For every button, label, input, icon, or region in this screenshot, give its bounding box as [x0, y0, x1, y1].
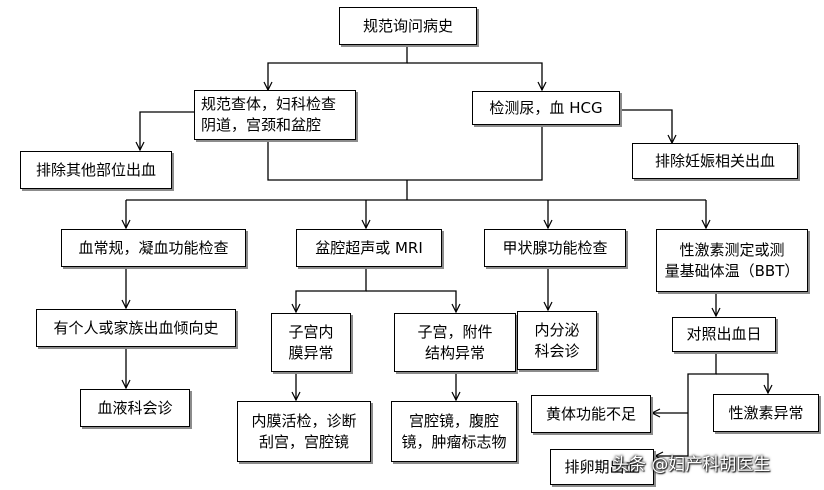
node-hematology: 血液科会诊	[80, 389, 190, 427]
node-label: 血液科会诊	[97, 398, 173, 417]
node-endometrial: 子宫内 膜异常	[271, 313, 351, 372]
node-label: 内分泌 科会诊	[534, 320, 580, 360]
node-endocrine: 内分泌 科会诊	[517, 311, 597, 370]
node-exam: 规范查体，妇科检查 阴道，宫颈和盆腔	[194, 90, 356, 140]
node-blood-routine: 血常规，凝血功能检查	[61, 229, 246, 267]
node-label: 排除妊娠相关出血	[654, 151, 775, 170]
connector	[296, 268, 367, 312]
node-label: 血常规，凝血功能检查	[78, 238, 229, 257]
node-label: 盆腔超声或 MRI	[315, 238, 423, 257]
connector	[366, 290, 456, 312]
node-label: 子宫内 膜异常	[288, 322, 334, 362]
node-hormone: 性激素测定或测 量基础体温（BBT）	[656, 229, 808, 292]
node-label: 规范询问病史	[362, 16, 453, 35]
node-ultrasound: 盆腔超声或 MRI	[296, 229, 442, 267]
node-label: 排除其他部位出血	[35, 160, 156, 179]
node-label: 甲状腺功能检查	[502, 238, 608, 257]
connector	[407, 62, 542, 90]
node-luteal: 黄体功能不足	[531, 395, 651, 433]
connector	[716, 373, 768, 393]
watermark: 头条 @妇产科胡医生	[612, 455, 771, 475]
node-ovulation: 排卵期出血	[550, 449, 654, 485]
node-hcg: 检测尿，血 HCG	[472, 91, 620, 125]
node-history: 规范询问病史	[339, 7, 477, 45]
node-label: 子宫，附件 结构异常	[417, 322, 493, 362]
node-label: 黄体功能不足	[545, 404, 636, 423]
node-exclude-preg: 排除妊娠相关出血	[632, 143, 798, 179]
node-label: 检测尿，血 HCG	[489, 98, 603, 117]
connector	[140, 111, 194, 150]
node-label: 有个人或家族出血倾向史	[53, 318, 219, 337]
node-hysteroscopy: 宫腔镜，腹腔 镜，肿瘤标志物	[391, 401, 517, 462]
node-label: 性激素测定或测 量基础体温（BBT）	[664, 240, 800, 280]
connector	[267, 125, 543, 181]
node-label: 内膜活检，诊断 刮宫，宫腔镜	[251, 411, 357, 451]
node-hormone-abnormal: 性激素异常	[713, 394, 819, 432]
node-label: 排卵期出血	[564, 457, 640, 476]
node-family-history: 有个人或家族出血倾向史	[36, 309, 236, 347]
node-thyroid: 甲状腺功能检查	[484, 229, 626, 267]
connector	[620, 109, 672, 143]
node-label: 宫腔镜，腹腔 镜，肿瘤标志物	[401, 411, 507, 451]
node-label: 性激素异常	[728, 403, 804, 422]
connector	[655, 352, 717, 456]
connector	[268, 45, 408, 90]
node-biopsy: 内膜活检，诊断 刮宫，宫腔镜	[237, 401, 371, 462]
node-label: 对照出血日	[686, 325, 762, 343]
node-label: 规范查体，妇科检查 阴道，宫颈和盆腔	[201, 95, 337, 134]
node-uterine: 子宫，附件 结构异常	[394, 313, 516, 372]
node-exclude-other: 排除其他部位出血	[20, 151, 172, 189]
node-bleeding-day: 对照出血日	[672, 317, 776, 352]
